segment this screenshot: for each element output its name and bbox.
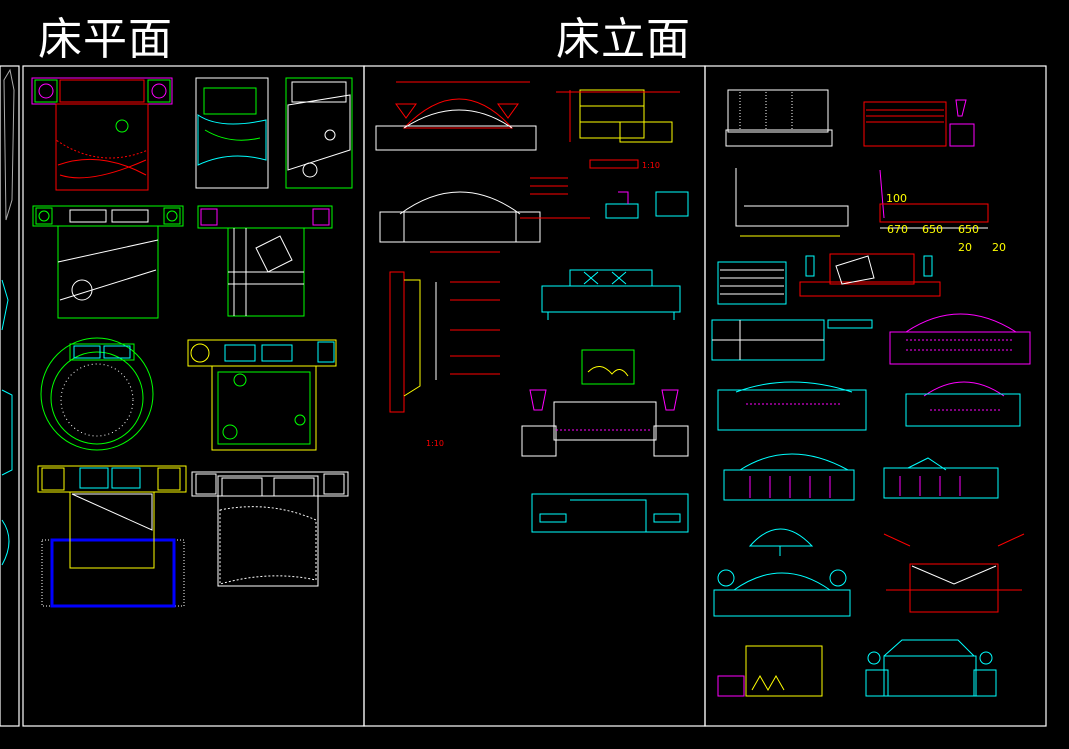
plan-title: 床平面 (38, 14, 173, 65)
svg-text:650: 650 (922, 223, 943, 236)
svg-text:20: 20 (992, 241, 1006, 254)
bed-plan-rug[interactable] (37, 465, 187, 608)
bed-plan-2[interactable] (195, 77, 353, 189)
left-partial-panel (0, 65, 20, 727)
section-label-box (589, 159, 639, 169)
dim-headboard[interactable] (725, 89, 833, 147)
bed-plan-1[interactable] (31, 77, 173, 191)
red-sloped-bed[interactable] (883, 533, 1025, 613)
headboard-section[interactable] (379, 177, 590, 253)
bed-frame-elevation-cyan[interactable] (541, 269, 681, 320)
bed-elevation-lamps[interactable] (521, 389, 689, 457)
svg-text:100: 100 (886, 192, 907, 205)
magenta-curtain-bed-2[interactable] (883, 457, 999, 499)
bed-drawer-elevation[interactable] (711, 319, 873, 361)
bed-with-lamps-red[interactable] (799, 253, 941, 297)
plan-panel (22, 65, 365, 727)
side-elevation[interactable] (735, 168, 849, 237)
dimension-labels: 100 670 650 650 20 20 (886, 192, 1006, 254)
fan-headboard[interactable] (748, 528, 814, 556)
panel-frames (0, 65, 1047, 727)
left-strip-drawings (1, 68, 15, 566)
stripe-headboard[interactable] (863, 99, 975, 147)
bed-plan-3[interactable] (32, 205, 333, 319)
elevation-title: 床立面 (556, 14, 691, 65)
cyan-arched-bed-2[interactable] (905, 381, 1021, 427)
wall-section[interactable] (389, 271, 500, 413)
bed-plan-cyan[interactable] (531, 493, 689, 533)
svg-text:20: 20 (958, 241, 972, 254)
headboard-elevation-1[interactable] (375, 81, 537, 151)
dim-side-red[interactable] (879, 169, 989, 229)
scale-label: 1:10 (642, 161, 660, 170)
square-bed-plan[interactable] (187, 339, 337, 451)
svg-text:650: 650 (958, 223, 979, 236)
svg-text:670: 670 (887, 223, 908, 236)
ornate-headboard-bed[interactable] (713, 569, 851, 617)
magenta-quilted-headboard[interactable] (889, 313, 1031, 365)
slatted-headboard[interactable] (717, 261, 787, 305)
round-bed-plan[interactable] (40, 337, 154, 451)
elevation-panel-right (704, 65, 1047, 727)
magenta-curtain-bed-1[interactable] (723, 453, 855, 501)
cyan-arched-bed-1[interactable] (717, 381, 867, 431)
cyan-canopy-bed[interactable] (865, 639, 997, 697)
section-scale-label: 1:10 (426, 439, 444, 448)
nightstand-details[interactable] (605, 191, 689, 219)
framed-picture[interactable] (581, 349, 635, 385)
chair-bed-yellow[interactable] (717, 645, 823, 697)
cabinet-elevation[interactable] (556, 89, 680, 143)
bed-plan-quilted[interactable] (191, 471, 349, 587)
